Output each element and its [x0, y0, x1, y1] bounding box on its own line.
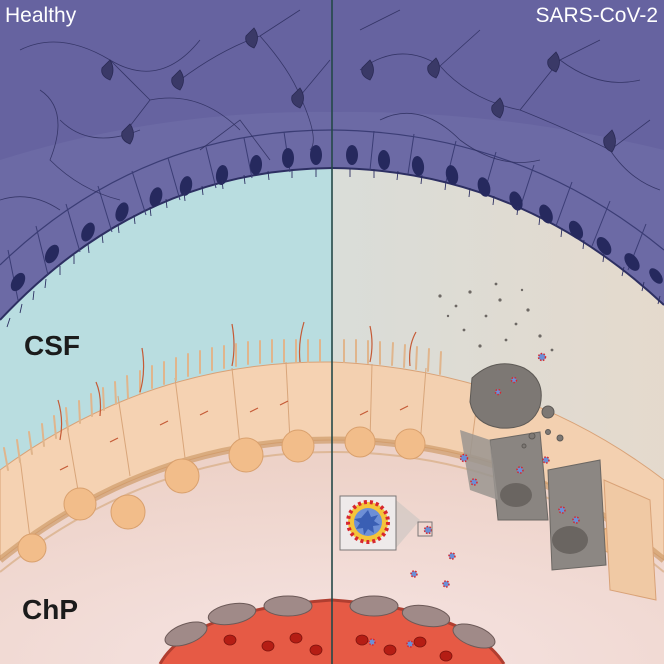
cell-debris-icon [469, 363, 564, 449]
pyramidal-neuron-icon [101, 27, 616, 153]
epithelial-nuclei [17, 426, 626, 563]
infected-condition-label: SARS-CoV-2 [535, 4, 658, 27]
endothelial-cells [164, 595, 496, 649]
healthy-condition-label: Healthy [5, 4, 77, 27]
red-blood-cell-icon [223, 632, 453, 662]
chp-region-label: ChP [22, 594, 78, 625]
epithelial-microvilli [3, 339, 442, 471]
epithelial-cilia [57, 321, 417, 471]
ependymal-cilia [6, 168, 661, 328]
ependymal-nuclei [10, 145, 663, 292]
debris-particles [438, 282, 554, 352]
damaged-epithelium [460, 430, 657, 601]
virus-particle-icon [368, 352, 580, 648]
virus-zoom-inset [339, 495, 433, 551]
csf-region-label: CSF [24, 330, 80, 361]
